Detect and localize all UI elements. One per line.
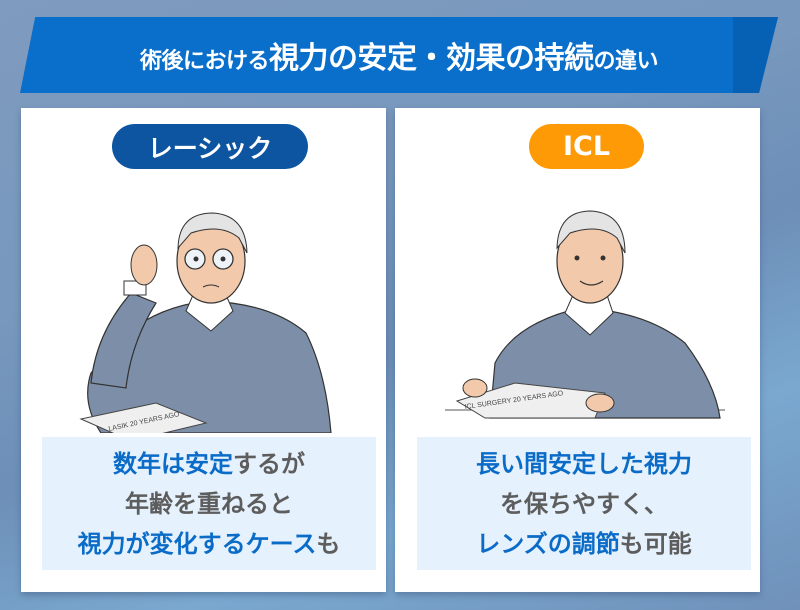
icl-card: ICL ICL SURGERY 20 YEARS AGO 長い間安定した視力 を… <box>395 108 760 592</box>
desc-text: も <box>316 529 341 558</box>
desc-text: 視力が変化するケース <box>77 529 317 558</box>
desc-text: 数年は安定 <box>113 449 233 478</box>
title-banner: 術後における視力の安定・効果の持続の違い <box>20 17 778 93</box>
desc-line-2: 年齢を重ねると <box>125 484 293 524</box>
banner-accent <box>733 17 778 93</box>
lasik-card: レーシック LASIK 20 YEARS AGO 数年は安定するが 年齢を重ねる… <box>21 108 386 592</box>
desc-line-3: 視力が変化するケースも <box>78 524 341 564</box>
lasik-description: 数年は安定するが 年齢を重ねると 視力が変化するケースも <box>42 437 376 570</box>
icl-description: 長い間安定した視力 を保ちやすく、 レンズの調節も可能 <box>417 437 751 570</box>
title-part-1: 術後における <box>139 49 270 74</box>
desc-text: するが <box>233 449 305 478</box>
elderly-man-glasses-illustration: LASIK 20 YEARS AGO <box>79 212 332 433</box>
desc-line-1: 数年は安定するが <box>113 444 305 484</box>
desc-text: を保ちやすく、 <box>500 489 668 518</box>
desc-text: も可能 <box>619 529 692 558</box>
desc-line-1: 長い間安定した視力 <box>476 444 692 484</box>
elderly-man-smiling-illustration: ICL SURGERY 20 YEARS AGO <box>445 210 725 419</box>
desc-text: 年齢を重ねると <box>125 489 293 518</box>
title-part-2: 視力の安定・効果の持続 <box>269 41 594 76</box>
desc-line-3: レンズの調節も可能 <box>476 524 692 564</box>
desc-text: レンズの調節 <box>476 529 620 558</box>
icl-label: ICL <box>529 124 644 169</box>
desc-line-2: を保ちやすく、 <box>500 484 668 524</box>
page-title: 術後における視力の安定・効果の持続の違い <box>139 33 659 77</box>
desc-text: 長い間安定した視力 <box>476 449 692 478</box>
title-part-3: の違い <box>593 49 659 74</box>
lasik-label: レーシック <box>112 124 308 169</box>
